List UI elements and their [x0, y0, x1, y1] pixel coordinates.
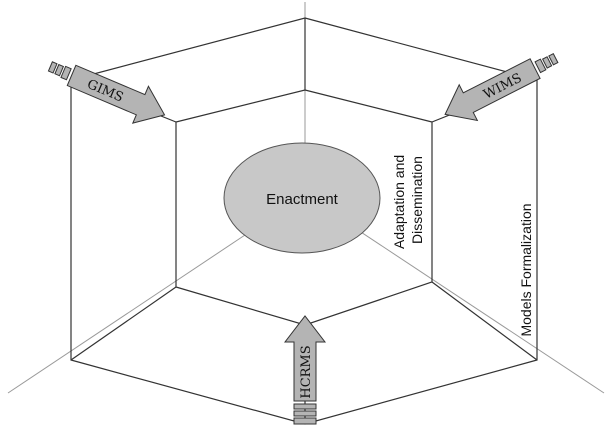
hcrms-label: HCRMS — [299, 345, 314, 398]
adaptation-line: Adaptation and — [391, 155, 407, 249]
models-formalization-label: Models Formalization — [518, 203, 534, 336]
wims-arrow: WIMS — [444, 53, 559, 122]
adaptation-dissemination-label: Adaptation and Dissemination — [391, 151, 425, 249]
hcrms-arrow: HCRMS — [283, 315, 327, 425]
enactment-label: Enactment — [266, 191, 339, 208]
dissemination-line: Dissemination — [409, 156, 425, 244]
gims-arrow-shape — [66, 64, 166, 124]
gims-arrow-tail-stripes — [47, 61, 72, 81]
enactment-ellipse — [223, 142, 381, 254]
gims-arrow: GIMS — [47, 61, 166, 124]
wims-arrow-shape — [444, 58, 541, 122]
hcrms-arrow-tail-stripes — [293, 403, 317, 425]
wims-arrow-tail-stripes — [534, 53, 559, 74]
hcrms-arrow-shape — [283, 315, 327, 402]
